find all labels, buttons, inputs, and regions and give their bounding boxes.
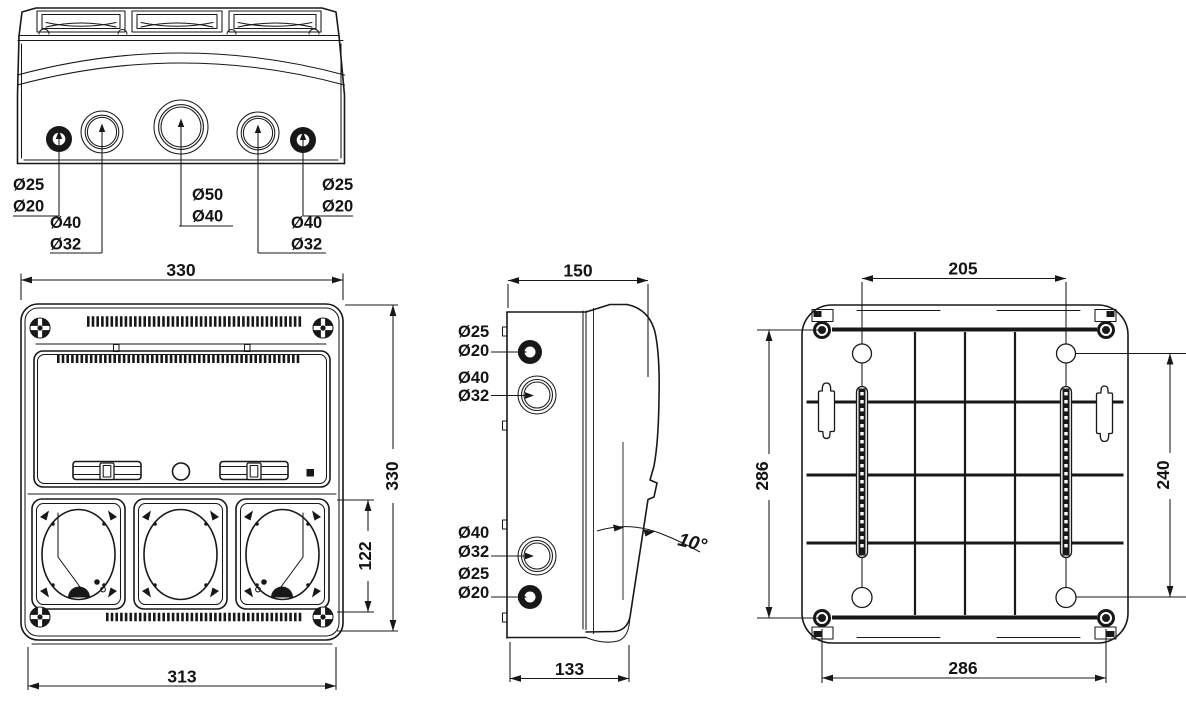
dim-text: 313 xyxy=(167,667,196,687)
dim-text: 133 xyxy=(555,659,584,679)
lid-angle-annotation: 10° xyxy=(596,442,709,600)
side-view-hole-labels: Ø25 Ø20 Ø40 Ø32 Ø40 Ø32 Ø25 Ø20 xyxy=(458,323,489,602)
lid-profile xyxy=(585,303,660,633)
hole-label: Ø32 xyxy=(458,387,489,405)
lid-top-edge xyxy=(585,303,628,313)
dimension-hole-spacing-right: 240 xyxy=(1076,352,1186,598)
hole-label: Ø25 xyxy=(13,176,44,194)
dim-text: 205 xyxy=(948,259,977,279)
hole-label: Ø32 xyxy=(458,543,489,561)
dim-text: 286 xyxy=(948,658,977,678)
back-corner-screw xyxy=(811,609,834,640)
hole-label: Ø20 xyxy=(322,198,353,216)
top-view-hole-labels: Ø25 Ø20 Ø40 Ø32 Ø50 Ø40 Ø40 Ø32 Ø25 Ø20 xyxy=(13,176,353,254)
socket-left xyxy=(31,498,126,610)
dim-text: 330 xyxy=(166,260,195,280)
hole-label: Ø25 xyxy=(322,176,353,194)
hole-label: Ø32 xyxy=(291,236,322,254)
keyhole-slot-left xyxy=(817,382,836,440)
top-view-body xyxy=(16,35,346,165)
dimension-width-bottom-back: 286 xyxy=(821,629,1107,683)
breaker-slider-right xyxy=(219,460,289,481)
dimension-width-bottom: 313 xyxy=(27,647,337,690)
hole-label: Ø40 xyxy=(50,214,81,232)
hole-label: Ø20 xyxy=(458,584,489,602)
enclosure-outline xyxy=(20,303,344,641)
hole-label: Ø40 xyxy=(458,369,489,387)
side-view-leaders xyxy=(491,348,534,601)
dimension-width-top: 330 xyxy=(20,260,344,300)
dim-text: 330 xyxy=(382,461,402,490)
socket-right xyxy=(235,498,330,610)
dimension-socket-height: 122 xyxy=(337,499,375,613)
back-grid xyxy=(806,327,1124,620)
back-corner-screw xyxy=(1094,308,1117,339)
hole-label: Ø40 xyxy=(458,524,489,542)
dimension-height-right: 330 xyxy=(337,304,402,632)
dim-text: 240 xyxy=(1153,460,1173,489)
hole-label: Ø50 xyxy=(192,186,223,204)
top-view-lid-band xyxy=(17,7,344,42)
body-curve-line xyxy=(16,52,346,76)
corner-screw xyxy=(29,606,51,628)
mounting-slot-strip-left xyxy=(851,343,873,609)
side-hole-small-upper xyxy=(518,340,542,364)
dimension-depth-top: 150 xyxy=(507,261,649,377)
back-outline xyxy=(801,304,1129,644)
dim-text: 150 xyxy=(563,261,592,281)
hole-label: Ø25 xyxy=(458,565,489,583)
dim-text: 122 xyxy=(355,541,375,570)
dimension-depth-bottom: 133 xyxy=(509,642,630,682)
top-view-leaders xyxy=(13,118,353,254)
lid-window xyxy=(33,350,331,488)
angle-text: 10° xyxy=(676,529,709,556)
corner-screw xyxy=(29,317,51,339)
hole-label: Ø32 xyxy=(50,236,81,254)
corner-screw xyxy=(312,317,334,339)
hole-label: Ø20 xyxy=(13,198,44,216)
socket-center xyxy=(133,498,228,610)
dimension-height-left: 286 xyxy=(752,329,818,619)
mounting-slot-strip-right xyxy=(1055,343,1077,609)
panel-hole xyxy=(171,462,191,481)
body-curve-line xyxy=(16,62,346,86)
hole-label: Ø20 xyxy=(458,342,489,360)
side-view: Ø25 Ø20 Ø40 Ø32 Ø40 Ø32 Ø25 Ø20 10° 150 xyxy=(458,261,709,682)
corner-screw xyxy=(312,606,334,628)
dim-text: 286 xyxy=(752,461,772,490)
side-hole-small-lower xyxy=(518,585,542,609)
top-view: Ø25 Ø20 Ø40 Ø32 Ø50 Ø40 Ø40 Ø32 Ø25 Ø20 xyxy=(13,7,353,254)
dimension-hole-spacing-top: 205 xyxy=(861,259,1067,344)
breaker-slider-left xyxy=(72,460,142,481)
hole-label: Ø25 xyxy=(458,323,489,341)
hole-label: Ø40 xyxy=(192,208,223,226)
front-view: 330 330 122 313 xyxy=(20,260,402,690)
back-corner-screw xyxy=(811,308,834,339)
back-view: 205 286 240 286 xyxy=(752,259,1186,683)
keyhole-slot-right xyxy=(1095,385,1114,443)
hole-label: Ø40 xyxy=(291,214,322,232)
indicator-square xyxy=(306,469,314,477)
